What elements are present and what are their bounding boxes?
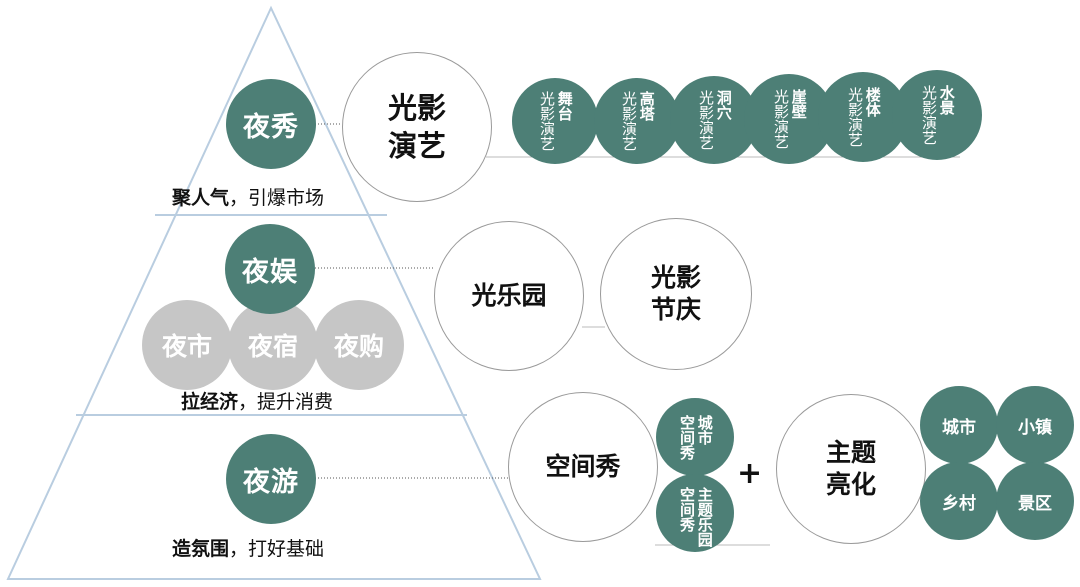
sub-circle-cliff: 崖壁 光影演艺: [744, 74, 834, 164]
grey-circle-night-market-label: 夜市: [161, 332, 212, 361]
light-park-label: 光乐园: [471, 281, 547, 310]
light-festival-circle: 光影 节庆: [600, 218, 752, 370]
level-bottom-circle: 夜游: [226, 434, 316, 524]
sub-circle-building: 楼体 光影演艺: [818, 72, 908, 162]
sub-circle-tower-top: 高塔: [637, 91, 656, 121]
grid-circle-town: 小镇: [996, 386, 1074, 464]
grid-circle-city-label: 城市: [942, 417, 976, 438]
light-performance-label: 光影 演艺: [387, 91, 446, 163]
sub-circle-stage-side: 光影演艺: [538, 91, 556, 151]
sub-circle-stage-top: 舞台: [555, 91, 574, 121]
grid-circle-scenic: 景区: [996, 462, 1074, 540]
grey-circle-night-shopping: 夜购: [314, 300, 404, 390]
level-bottom-title: 夜游: [243, 466, 299, 498]
grey-circle-night-market: 夜市: [142, 300, 232, 390]
sub-circle-building-top: 楼体: [863, 87, 882, 117]
sub-circle-theme-park-side: 空间秀: [678, 487, 696, 532]
sub-circle-water-side: 光影演艺: [920, 85, 938, 145]
level-top-circle: 夜秀: [226, 79, 316, 169]
plus-sign: +: [737, 456, 763, 491]
sub-circle-water: 水景 光影演艺: [892, 70, 982, 160]
level-middle-caption-bold: 拉经济: [181, 391, 239, 413]
sub-circle-city-label: 城市: [695, 414, 714, 445]
light-performance-circle: 光影 演艺: [342, 52, 492, 202]
level-bottom-caption: 造氛围，打好基础: [172, 534, 324, 561]
level-top-title: 夜秀: [243, 111, 299, 143]
sub-circle-building-side: 光影演艺: [846, 87, 864, 147]
level-middle-caption-rest: ，提升消费: [238, 391, 334, 413]
grey-circle-night-stay-label: 夜宿: [247, 332, 298, 361]
level-middle-circle: 夜娱: [225, 224, 315, 314]
sub-circle-theme-park-space-show: 主题乐园 空间秀: [656, 474, 734, 552]
sub-circle-water-top: 水景: [937, 85, 956, 115]
theme-lighting-circle: 主题 亮化: [776, 394, 926, 544]
sub-circle-cliff-side: 光影演艺: [772, 89, 790, 149]
level-top-caption-rest: ，引爆市场: [229, 187, 325, 209]
level-bottom-caption-rest: ，打好基础: [229, 538, 325, 560]
sub-circle-theme-park-label: 主题乐园: [695, 487, 714, 547]
level-top-caption: 聚人气，引爆市场: [172, 183, 324, 210]
grey-circle-night-stay: 夜宿: [228, 300, 318, 390]
level-top-caption-bold: 聚人气: [172, 187, 230, 209]
grid-circle-village: 乡村: [920, 462, 998, 540]
sub-circle-city-side: 空间秀: [678, 414, 696, 460]
level-middle-title: 夜娱: [242, 256, 298, 288]
grid-circle-city: 城市: [920, 386, 998, 464]
sub-circle-cave-top: 洞穴: [714, 90, 733, 120]
level-bottom-caption-bold: 造氛围: [172, 538, 230, 560]
sub-circle-stage: 舞台 光影演艺: [512, 78, 598, 164]
sub-circle-tower-side: 光影演艺: [620, 91, 638, 151]
space-show-label: 空间秀: [545, 452, 621, 481]
sub-circle-city-space-show: 城市 空间秀: [656, 398, 734, 476]
grid-circle-scenic-label: 景区: [1018, 493, 1052, 514]
sub-circle-cliff-top: 崖壁: [789, 89, 808, 119]
grey-circle-night-shopping-label: 夜购: [333, 332, 384, 361]
level-middle-caption: 拉经济，提升消费: [181, 387, 333, 414]
grid-circle-village-label: 乡村: [942, 493, 976, 514]
theme-lighting-label: 主题 亮化: [825, 438, 876, 499]
sub-circle-tower: 高塔 光影演艺: [594, 78, 680, 164]
space-show-circle: 空间秀: [508, 392, 658, 542]
light-festival-label: 光影 节庆: [650, 263, 701, 324]
light-park-circle: 光乐园: [434, 221, 584, 371]
sub-circle-cave-side: 光影演艺: [697, 90, 715, 150]
grid-circle-town-label: 小镇: [1018, 417, 1052, 438]
sub-circle-cave: 洞穴 光影演艺: [670, 76, 758, 164]
